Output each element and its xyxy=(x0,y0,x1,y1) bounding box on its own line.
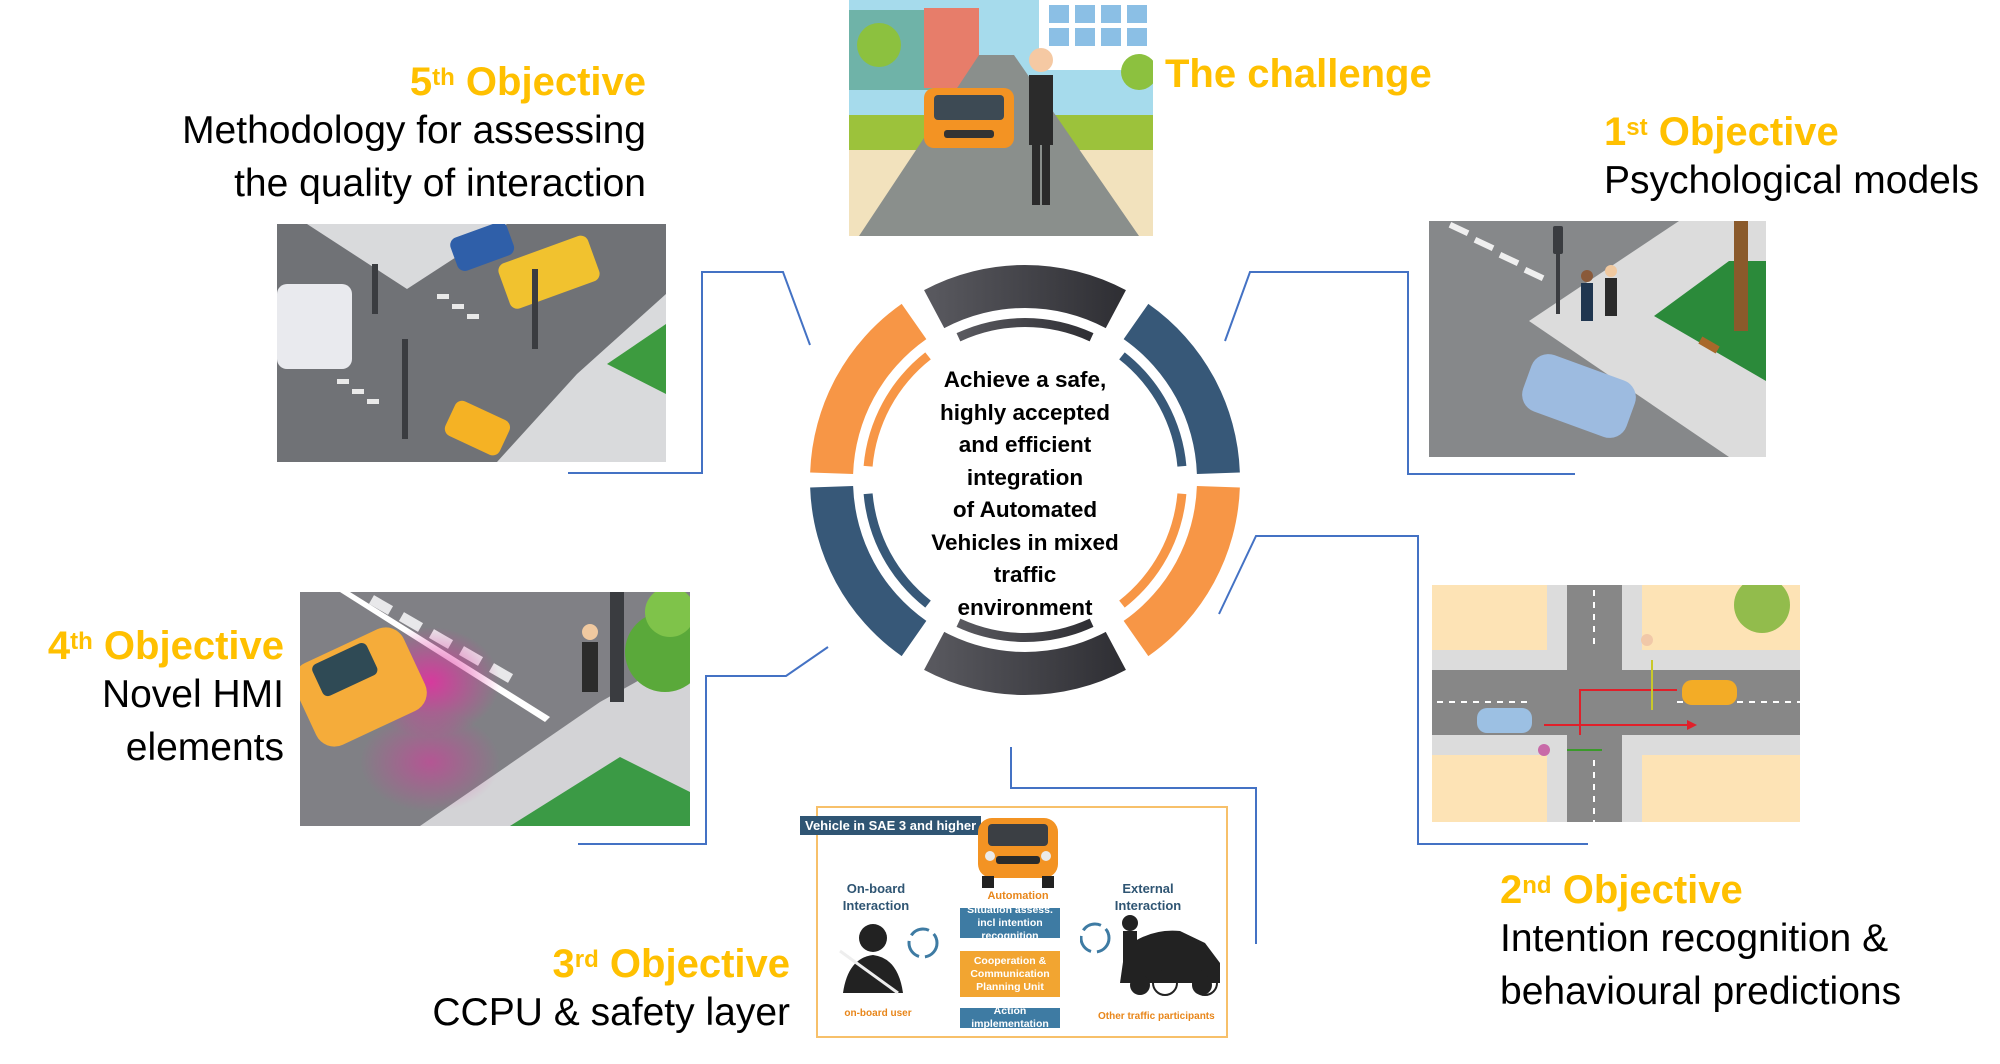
ring-segment-top xyxy=(924,264,1126,329)
objective-4-title: 4th Objective xyxy=(47,624,284,668)
ring-segment-top-inner xyxy=(956,317,1094,342)
connector-4th xyxy=(578,646,829,845)
sae-badge: Vehicle in SAE 3 and higher xyxy=(800,816,982,835)
objective-5-line: the quality of interaction xyxy=(234,162,646,205)
ring-segment-top-left-inner xyxy=(863,352,931,467)
objective-4-line: Novel HMI xyxy=(101,673,284,716)
connector-2nd xyxy=(1218,535,1588,845)
connector-1st xyxy=(1224,271,1575,475)
onboard-user-icon xyxy=(839,924,939,995)
connector-3rd xyxy=(1010,747,1257,944)
ring-segment-bottom-left xyxy=(810,486,927,657)
ring-segment-top-right xyxy=(1123,303,1240,474)
objective-2-title: 2nd Objective xyxy=(1500,868,1743,912)
objective-1-line: Psychological models xyxy=(1604,159,1980,202)
goal-line: traffic xyxy=(993,562,1057,587)
objective-3-title: 3rd Objective xyxy=(552,942,790,986)
automation-label: Automation xyxy=(987,890,1049,902)
step-situation-assessment: Situation assess. incl intention recogni… xyxy=(960,904,1060,942)
objective-2-line: behavioural predictions xyxy=(1500,970,1902,1013)
ring-segment-bottom-inner xyxy=(956,618,1094,643)
goal-line: Achieve a safe, xyxy=(943,367,1107,392)
objective-2: 2nd Objective Intention recognition & be… xyxy=(1500,868,1901,1018)
objective-4-image xyxy=(300,592,690,826)
objective-3: 3rd Objective CCPU & safety layer xyxy=(300,942,790,1039)
objective-3-line: CCPU & safety layer xyxy=(432,991,790,1034)
ccpu-diagram: Vehicle in SAE 3 and higher Automation O… xyxy=(800,806,1228,1038)
ring-segment-bottom-right-inner xyxy=(1119,493,1187,608)
goal-line: highly accepted xyxy=(939,399,1111,425)
objective-1-title: 1st Objective xyxy=(1604,110,1839,154)
ring-segment-top-left xyxy=(810,303,927,474)
goal-line: of Automated xyxy=(952,497,1098,522)
challenge-label: The challenge xyxy=(1165,52,1432,96)
goal-line: Vehicles in mixed xyxy=(931,529,1119,555)
other-participants-label: Other traffic participants xyxy=(1098,1011,1215,1022)
goal-line: and efficient xyxy=(958,432,1092,457)
objective-2-image xyxy=(1432,585,1800,822)
objective-5-title: 5th Objective xyxy=(409,60,646,104)
automated-car-icon xyxy=(978,818,1058,888)
objective-1: 1st Objective Psychological models xyxy=(1604,110,1979,207)
step-ccpu: Cooperation & Communication Planning Uni… xyxy=(960,951,1060,997)
goal-line: integration xyxy=(966,464,1084,490)
objective-4-line: elements xyxy=(125,726,284,769)
ring-segment-top-right-inner xyxy=(1119,352,1187,467)
ring-segment-bottom-left-inner xyxy=(863,493,931,608)
onboard-user-label: on-board user xyxy=(844,1008,912,1019)
traffic-participants-icon xyxy=(1080,915,1220,996)
objective-5-line: Methodology for assessing xyxy=(182,109,646,152)
ring-segment-bottom xyxy=(924,631,1126,695)
objective-5: 5th Objective Methodology for assessing … xyxy=(100,60,646,210)
central-goal-text: Achieve a safe, highly accepted and effi… xyxy=(905,364,1145,624)
challenge-image xyxy=(849,0,1153,236)
step-action-implementation: Action implementation xyxy=(960,1005,1060,1030)
objective-4: 4th Objective Novel HMI elements xyxy=(0,624,284,774)
objective-2-line: Intention recognition & xyxy=(1500,917,1889,960)
connector-5th xyxy=(568,271,811,474)
goal-line: environment xyxy=(957,594,1093,620)
ring-segment-bottom-right xyxy=(1123,486,1240,657)
objective-1-image xyxy=(1429,221,1766,457)
objective-5-image xyxy=(277,224,666,462)
